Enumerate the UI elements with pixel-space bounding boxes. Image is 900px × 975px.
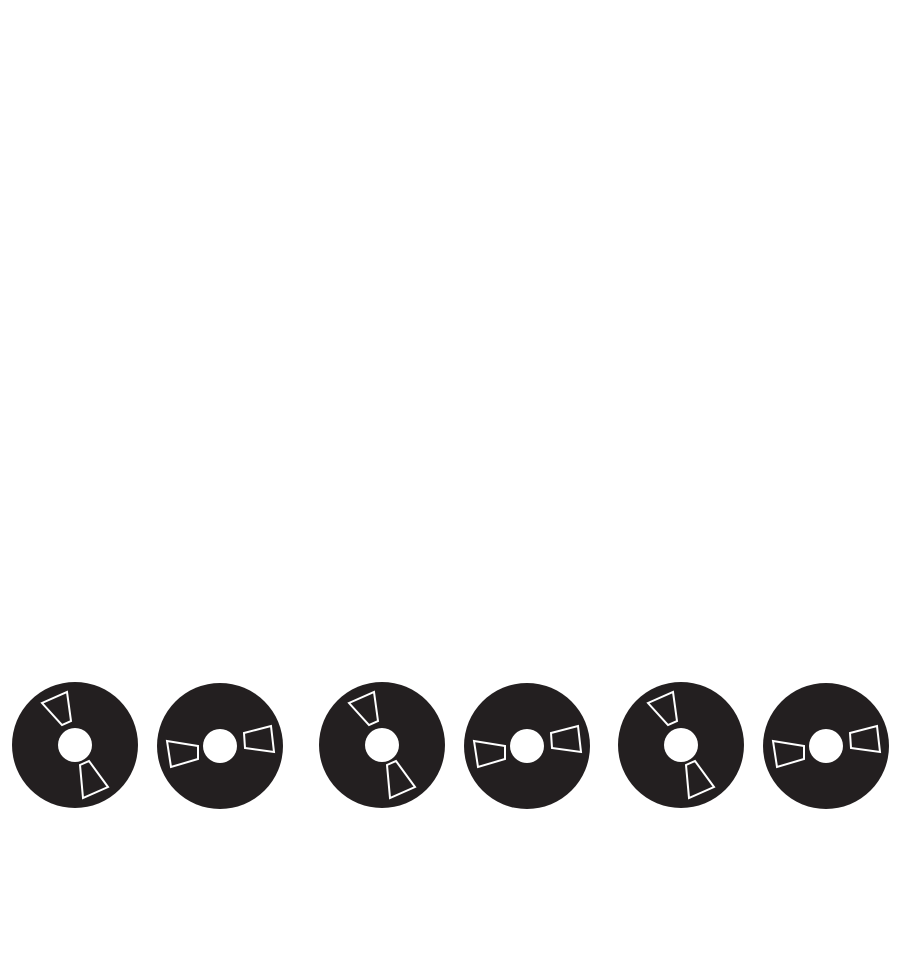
tape-reel-icon <box>318 681 446 809</box>
tape-reel-svg <box>618 682 744 808</box>
tape-reel-icon <box>463 682 591 810</box>
tape-reel-svg <box>464 683 590 809</box>
tape-reel-icon <box>617 681 745 809</box>
reel-window <box>771 739 805 769</box>
tape-reel-icon <box>762 682 890 810</box>
reel-window <box>385 759 417 800</box>
tape-reel-icon <box>11 681 139 809</box>
reel-window <box>646 690 679 727</box>
reel-hub <box>365 728 399 762</box>
tape-reel-svg <box>763 683 889 809</box>
reel-window <box>848 724 882 754</box>
reel-window <box>78 759 110 800</box>
reel-window <box>684 759 716 800</box>
tape-reel-svg <box>157 683 283 809</box>
reel-hub <box>58 728 92 762</box>
tape-reel-svg <box>12 682 138 808</box>
reel-hub <box>510 729 544 763</box>
tape-reel-icon <box>156 682 284 810</box>
reel-window <box>347 690 380 727</box>
reel-hub <box>664 728 698 762</box>
reel-window <box>40 690 73 727</box>
reel-window <box>242 724 276 754</box>
reel-hub <box>203 729 237 763</box>
reel-window <box>549 724 583 754</box>
reel-window <box>472 739 506 769</box>
reel-window <box>165 739 199 769</box>
reel-hub <box>809 729 843 763</box>
tape-reel-svg <box>319 682 445 808</box>
